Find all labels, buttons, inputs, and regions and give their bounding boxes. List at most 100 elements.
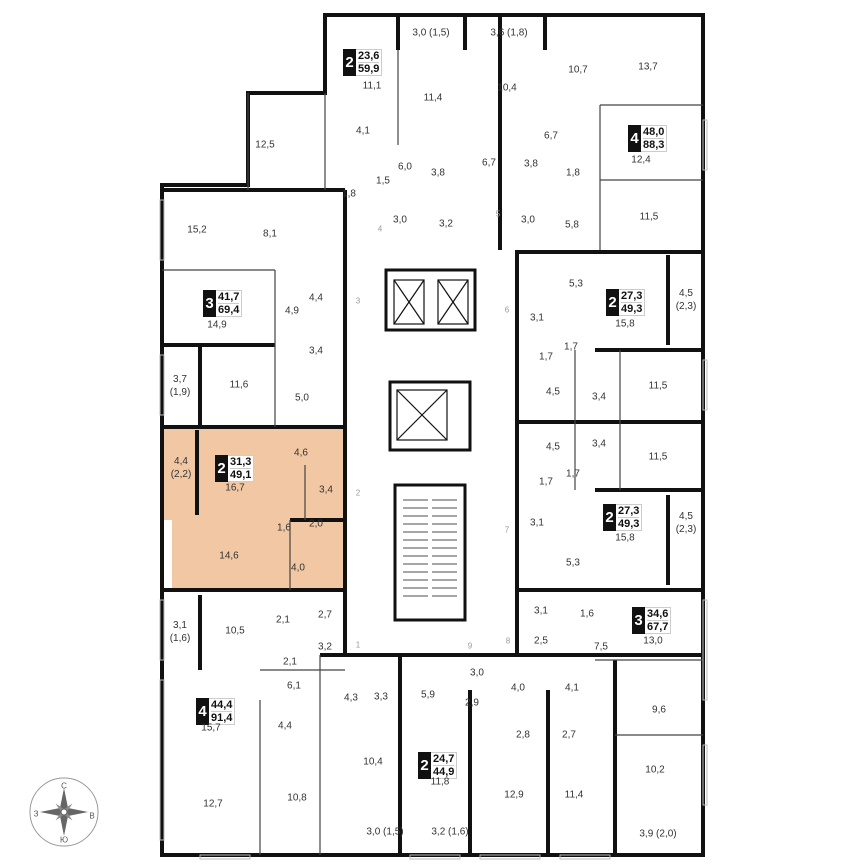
- room-area-label: 3,1 (1,6): [169, 620, 191, 644]
- entrance-number: 9: [467, 641, 473, 651]
- room-area-label: 2,1: [276, 614, 290, 626]
- room-area-label: 14,9: [207, 319, 227, 331]
- room-area-label: 4,5: [546, 386, 560, 398]
- room-area-label: 3,3: [374, 691, 388, 703]
- room-area-label: 5,3: [569, 278, 583, 290]
- entrance-number: 8: [505, 636, 511, 646]
- room-area-label: 1,8: [342, 188, 356, 200]
- compass-east: В: [89, 811, 95, 821]
- room-area-label: 4,6: [294, 447, 308, 459]
- total-area: 67,7: [647, 621, 669, 633]
- entrance-number: 1: [355, 640, 361, 650]
- room-area-label: 11,5: [648, 451, 668, 463]
- room-area-label: 3,7 (1,9): [169, 374, 191, 398]
- room-area-label: 6,7: [482, 157, 496, 169]
- room-area-label: 2,1: [283, 656, 297, 668]
- room-area-label: 3,1: [530, 517, 544, 529]
- room-count: 2: [418, 752, 431, 779]
- room-area-label: 3,8: [524, 158, 538, 170]
- total-area: 91,4: [211, 712, 233, 724]
- room-area-label: 1,5: [376, 175, 390, 187]
- room-area-label: 3,1: [534, 605, 548, 617]
- staircase: [393, 483, 467, 622]
- total-area: 59,9: [358, 63, 380, 75]
- room-area-label: 4,4: [309, 292, 323, 304]
- living-area: 27,3: [621, 290, 643, 303]
- room-area-label: 1,8: [566, 167, 580, 179]
- room-area-label: 15,8: [615, 532, 635, 544]
- room-area-label: 3,0: [521, 214, 535, 226]
- room-area-label: 3,1: [530, 312, 544, 324]
- room-area-label: 3,0: [470, 667, 484, 679]
- room-area-label: 10,2: [645, 764, 665, 776]
- room-area-label: 11,8: [430, 776, 450, 788]
- room-area-label: 13,0: [643, 635, 663, 647]
- living-area: 24,7: [433, 753, 455, 766]
- room-area-label: 5,0: [295, 392, 309, 404]
- room-area-label: 11,5: [639, 211, 659, 223]
- room-count: 2: [215, 455, 228, 482]
- room-area-label: 4,0: [291, 562, 305, 574]
- room-count: 2: [606, 289, 619, 316]
- room-area-label: 4,1: [565, 682, 579, 694]
- room-area-label: 12,7: [203, 798, 223, 810]
- living-area: 48,0: [643, 126, 665, 139]
- compass-south: Ю: [59, 835, 69, 845]
- room-area-label: 11,1: [362, 80, 382, 92]
- room-area-label: 2,8: [516, 729, 530, 741]
- living-area: 31,3: [230, 456, 252, 469]
- room-area-label: 5,9: [421, 689, 435, 701]
- entrance-number: 2: [355, 488, 361, 498]
- room-area-label: 3,8: [431, 167, 445, 179]
- total-area: 88,3: [643, 139, 665, 151]
- room-area-label: 10,5: [225, 625, 245, 637]
- elevator-shaft: [384, 268, 477, 452]
- room-area-label: 4,9: [285, 305, 299, 317]
- room-area-label: 2,5: [534, 635, 548, 647]
- room-area-label: 4,1: [356, 125, 370, 137]
- room-count: 4: [196, 698, 209, 725]
- room-area-label: 3,9 (2,0): [639, 828, 677, 840]
- room-area-label: 7,5: [594, 641, 608, 653]
- room-area-label: 3,2: [318, 641, 332, 653]
- room-area-label: 15,7: [201, 722, 221, 734]
- room-area-label: 1,7: [566, 468, 580, 480]
- room-area-label: 1,7: [539, 476, 553, 488]
- room-area-label: 3,0 (1,5): [366, 826, 404, 838]
- entrance-number: 3: [355, 296, 361, 306]
- room-area-label: 3,2: [439, 218, 453, 230]
- room-area-label: 4,5 (2,3): [675, 288, 697, 312]
- room-area-label: 3,6 (1,8): [490, 27, 528, 39]
- compass-rose-icon: [29, 777, 99, 847]
- room-count: 3: [632, 607, 645, 634]
- room-area-label: 2,7: [562, 729, 576, 741]
- room-area-label: 8,1: [263, 228, 277, 240]
- room-area-label: 1,6: [580, 608, 594, 620]
- room-area-label: 3,4: [309, 345, 323, 357]
- room-area-label: 2,7: [318, 609, 332, 621]
- room-area-label: 12,5: [255, 139, 275, 151]
- room-area-label: 15,2: [187, 224, 207, 236]
- highlighted-apartment[interactable]: [164, 428, 345, 588]
- room-area-label: 2,0: [309, 518, 323, 530]
- room-area-label: 3,4: [319, 484, 333, 496]
- room-area-label: 3,4: [592, 391, 606, 403]
- room-area-label: 4,3: [344, 692, 358, 704]
- room-count: 4: [628, 125, 641, 152]
